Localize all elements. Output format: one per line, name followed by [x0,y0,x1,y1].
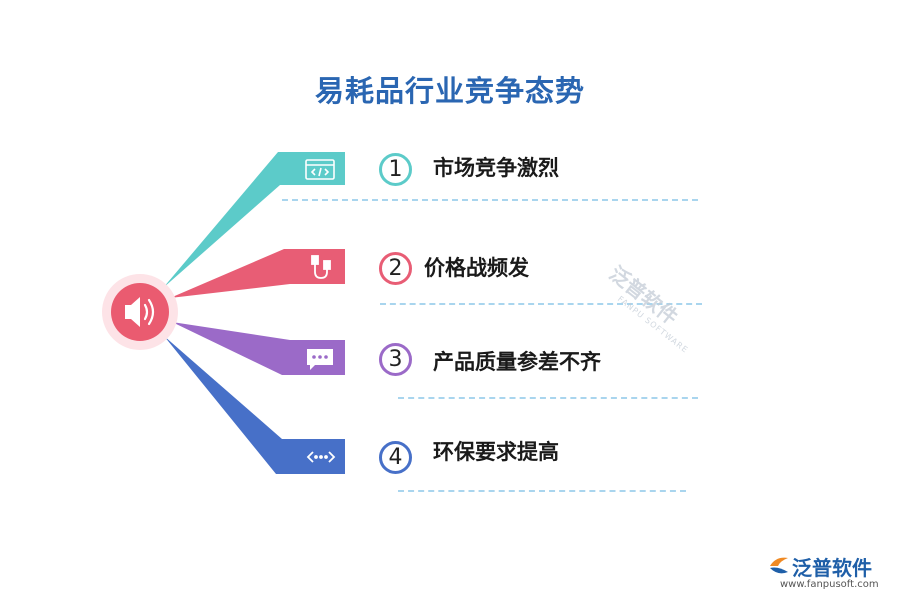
brand-logo-icon [770,557,788,574]
item-2-number: 2 [379,252,412,285]
item-4-label: 环保要求提高 [433,439,559,464]
item-3-number: 3 [379,343,412,376]
item-1-label: 市场竞争激烈 [433,155,559,180]
ray-2 [170,249,345,298]
arrows-horizontal-icon [306,451,336,463]
item-4-divider [398,490,686,492]
speaker-icon [125,297,155,327]
item-2-divider [380,303,702,305]
ray-3 [172,322,345,375]
brand-name: 泛普软件 [792,556,872,580]
code-window-icon [305,159,335,180]
item-1-divider [282,199,698,201]
usb-cable-icon [311,255,331,279]
ray-4 [164,336,345,474]
brand-url: www.fanpusoft.com [780,579,879,590]
item-4-number: 4 [379,441,412,474]
item-3-divider [398,397,698,399]
item-1-number: 1 [379,153,412,186]
chat-bubble-icon [307,349,333,370]
page-title: 易耗品行业竞争态势 [314,74,585,108]
item-2-label: 价格战频发 [424,255,529,280]
item-3-label: 产品质量参差不齐 [433,349,601,374]
